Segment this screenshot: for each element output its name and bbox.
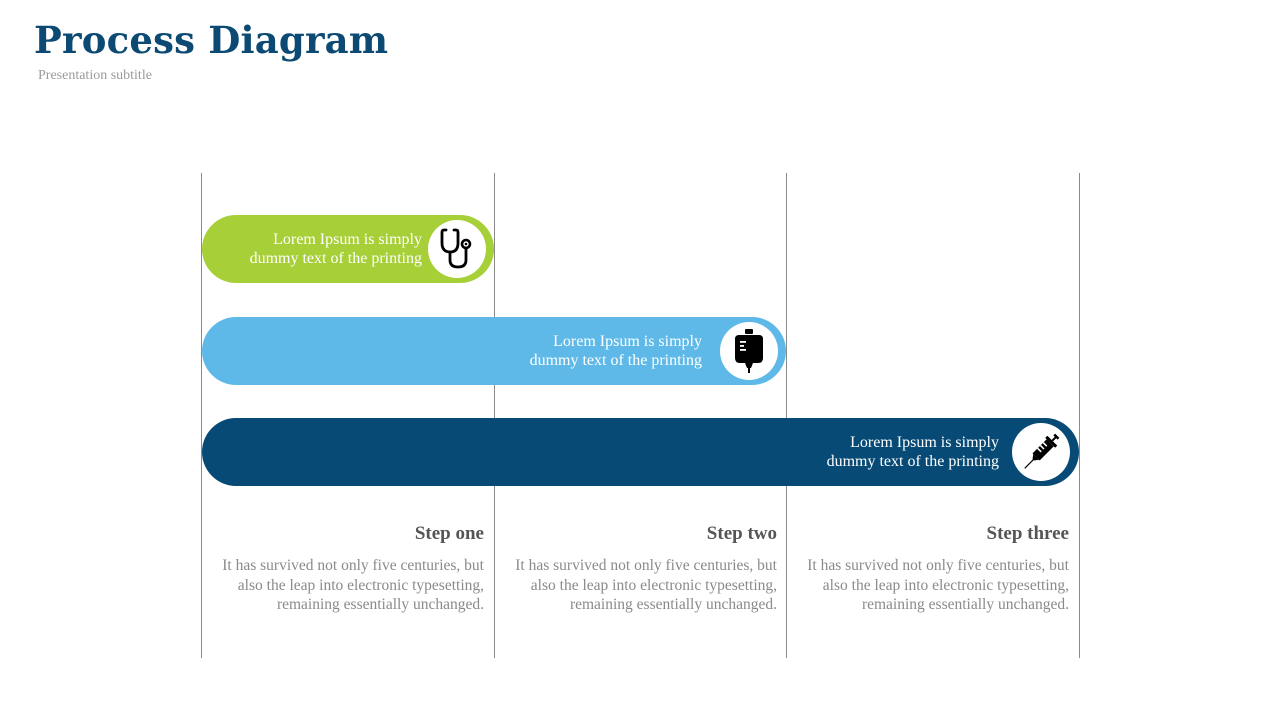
icon-badge bbox=[428, 220, 486, 278]
syringe-icon bbox=[1024, 433, 1060, 469]
step-three-description: It has survived not only five centuries,… bbox=[807, 557, 1069, 613]
process-bar-text: Lorem Ipsum is simply dummy text of the … bbox=[202, 215, 422, 283]
step-one-description: It has survived not only five centuries,… bbox=[222, 557, 484, 613]
page-subtitle: Presentation subtitle bbox=[38, 68, 152, 83]
process-bar-step-two: Lorem Ipsum is simply dummy text of the … bbox=[202, 317, 786, 385]
step-one-title: Step one bbox=[414, 523, 484, 544]
process-bar-text-line1: Lorem Ipsum is simply bbox=[850, 434, 999, 451]
process-bar-text-line2: dummy text of the printing bbox=[529, 352, 702, 369]
column-divider-4 bbox=[1079, 173, 1080, 658]
process-bar-text-line1: Lorem Ipsum is simply bbox=[553, 333, 702, 350]
process-bar-text: Lorem Ipsum is simply dummy text of the … bbox=[699, 418, 999, 486]
column-divider-2 bbox=[494, 173, 495, 658]
process-bar-text-line2: dummy text of the printing bbox=[826, 453, 999, 470]
process-bar-text-line2: dummy text of the printing bbox=[249, 250, 422, 267]
process-bar-text: Lorem Ipsum is simply dummy text of the … bbox=[442, 317, 702, 385]
icon-badge bbox=[1012, 423, 1070, 481]
icon-badge bbox=[720, 322, 778, 380]
column-divider-3 bbox=[786, 173, 787, 658]
column-divider-1 bbox=[201, 173, 202, 658]
step-three-title: Step three bbox=[986, 523, 1070, 544]
step-two-title: Step two bbox=[706, 523, 777, 544]
step-two-description: It has survived not only five centuries,… bbox=[515, 557, 777, 613]
process-bar-step-three: Lorem Ipsum is simply dummy text of the … bbox=[202, 418, 1079, 486]
iv-bag-icon bbox=[735, 329, 763, 373]
process-bar-step-one: Lorem Ipsum is simply dummy text of the … bbox=[202, 215, 494, 283]
stethoscope-icon bbox=[440, 228, 472, 269]
process-bar-text-line1: Lorem Ipsum is simply bbox=[273, 231, 422, 248]
page-title: Process Diagram bbox=[34, 18, 389, 62]
